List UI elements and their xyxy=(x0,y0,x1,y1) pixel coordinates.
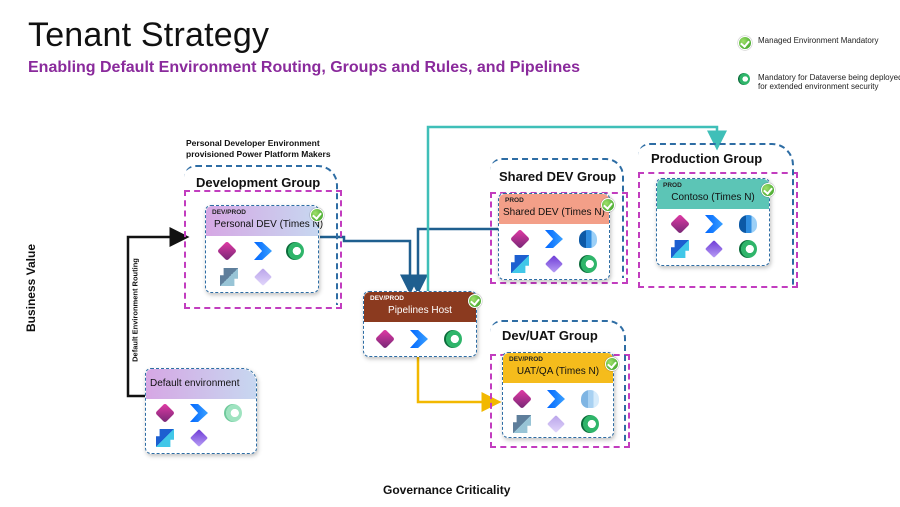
managed-check-icon xyxy=(310,208,324,222)
development-group xyxy=(184,165,338,305)
managed-check-icon xyxy=(761,183,775,197)
dataverse-icon xyxy=(739,240,757,258)
dataverse-icon xyxy=(286,242,304,260)
env-name: Personal DEV (Times N) xyxy=(214,219,324,230)
shared-dev-group xyxy=(490,158,624,278)
env-name: Pipelines Host xyxy=(388,305,452,316)
shared-dev-group-title: Shared DEV Group xyxy=(499,169,617,184)
pipelines-to-production-arrow xyxy=(426,125,727,292)
power-virtual-agents-icon xyxy=(545,255,563,273)
env-card-personal-dev[interactable]: DEV/PROD Personal DEV (Times N) xyxy=(205,205,324,293)
env-header xyxy=(499,194,609,224)
env-header xyxy=(206,206,318,236)
development-group-title: Development Group xyxy=(196,175,321,190)
env-card-shared-dev[interactable]: PROD Shared DEV (Times N) xyxy=(498,193,615,280)
power-virtual-agents-icon xyxy=(190,429,208,447)
pipelines-to-uat-arrow xyxy=(416,354,502,412)
note-line: provisioned Power Platform Makers xyxy=(186,149,331,159)
power-automate-icon xyxy=(190,404,208,422)
env-card-default[interactable]: Default environment xyxy=(145,368,257,454)
power-apps-icon xyxy=(670,214,690,234)
env-tag: DEV/PROD xyxy=(509,356,543,363)
env-header xyxy=(146,369,256,399)
power-automate-icon xyxy=(254,242,272,260)
power-bi-icon xyxy=(581,390,599,408)
production-group-title: Production Group xyxy=(651,151,763,166)
dataverse-icon xyxy=(738,73,750,85)
power-virtual-agents-icon xyxy=(547,415,565,433)
env-header xyxy=(657,179,769,209)
power-apps-icon xyxy=(375,329,395,349)
power-pages-icon xyxy=(671,240,689,258)
power-automate-icon xyxy=(410,330,428,348)
development-group-frame xyxy=(184,190,342,309)
env-name: Contoso (Times N) xyxy=(671,192,755,203)
legend-label: Mandatory for Dataverse being deployed f… xyxy=(758,73,900,91)
power-automate-icon xyxy=(705,215,723,233)
page-title: Tenant Strategy xyxy=(28,16,270,54)
env-tag: DEV/PROD xyxy=(370,295,404,302)
dataverse-icon xyxy=(581,415,599,433)
env-header xyxy=(503,353,613,383)
page-subtitle: Enabling Default Environment Routing, Gr… xyxy=(28,59,581,76)
x-axis-label: Governance Criticality xyxy=(383,483,511,497)
managed-check-icon xyxy=(468,294,482,308)
env-tag: PROD xyxy=(505,197,524,204)
env-header xyxy=(364,292,476,322)
dev-uat-group-title: Dev/UAT Group xyxy=(502,328,598,343)
shared-to-pipelines-arrow xyxy=(408,227,500,295)
power-pages-icon xyxy=(220,268,238,286)
env-name: UAT/QA (Times N) xyxy=(516,366,600,377)
power-pages-icon xyxy=(156,429,174,447)
env-card-uat-qa[interactable]: DEV/PROD UAT/QA (Times N) xyxy=(502,352,619,438)
power-bi-icon xyxy=(739,215,757,233)
personal-dev-note: Personal Developer Environment provision… xyxy=(186,138,331,160)
note-line: Personal Developer Environment xyxy=(186,138,320,148)
managed-check-icon xyxy=(605,357,619,371)
power-automate-icon xyxy=(547,390,565,408)
env-tag: PROD xyxy=(663,182,682,189)
power-apps-icon xyxy=(155,403,175,423)
dataverse-icon xyxy=(444,330,462,348)
power-pages-icon xyxy=(511,255,529,273)
env-tag: DEV/PROD xyxy=(212,209,246,216)
power-pages-icon xyxy=(513,415,531,433)
power-automate-icon xyxy=(545,230,563,248)
routing-label: Default Environment Routing xyxy=(130,258,140,362)
env-name: Shared DEV (Times N) xyxy=(503,207,605,218)
power-apps-icon xyxy=(217,241,237,261)
dataverse-icon xyxy=(224,404,242,422)
production-group xyxy=(638,143,794,285)
dataverse-icon xyxy=(579,255,597,273)
managed-check-icon xyxy=(601,198,615,212)
power-apps-icon xyxy=(512,389,532,409)
dev-uat-group xyxy=(490,320,626,442)
managed-check-icon xyxy=(738,36,752,50)
y-axis-label: Business Value xyxy=(24,243,38,333)
power-virtual-agents-icon xyxy=(254,268,272,286)
power-bi-icon xyxy=(579,230,597,248)
env-name: Default environment xyxy=(150,378,240,389)
production-group-frame xyxy=(638,172,798,288)
power-virtual-agents-icon xyxy=(705,240,723,258)
routing-arrow xyxy=(126,227,190,398)
power-apps-icon xyxy=(510,229,530,249)
env-card-pipelines-host[interactable]: DEV/PROD Pipelines Host xyxy=(363,291,482,357)
env-card-contoso[interactable]: PROD Contoso (Times N) xyxy=(656,178,775,266)
legend-label: Managed Environment Mandatory xyxy=(758,36,879,45)
